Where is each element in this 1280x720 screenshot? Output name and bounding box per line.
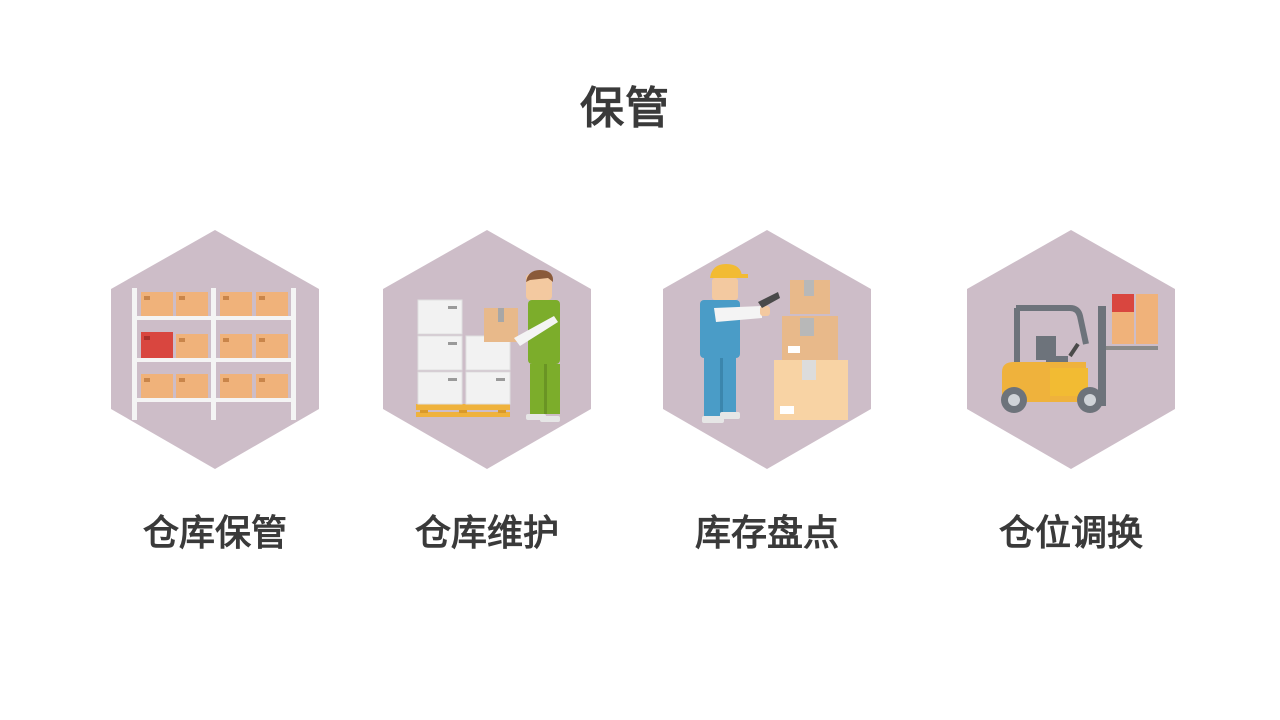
forklift-icon — [967, 230, 1175, 469]
card-warehouse-maintenance: 仓库维护 — [382, 226, 592, 566]
card-warehouse-storage: 仓库保管 — [110, 226, 320, 566]
worker-scanning-boxes-icon — [663, 230, 871, 469]
warehouse-shelf-icon — [111, 230, 319, 469]
card-label: 库存盘点 — [694, 513, 839, 554]
card-label: 仓位调换 — [998, 513, 1143, 554]
card-label: 仓库维护 — [414, 513, 559, 554]
card-slot-swap: 仓位调换 — [966, 226, 1176, 566]
card-inventory-check: 库存盘点 — [662, 226, 872, 566]
worker-carrying-box-icon — [383, 230, 591, 469]
page-title: 保管 — [580, 83, 670, 134]
card-label: 仓库保管 — [142, 513, 287, 554]
